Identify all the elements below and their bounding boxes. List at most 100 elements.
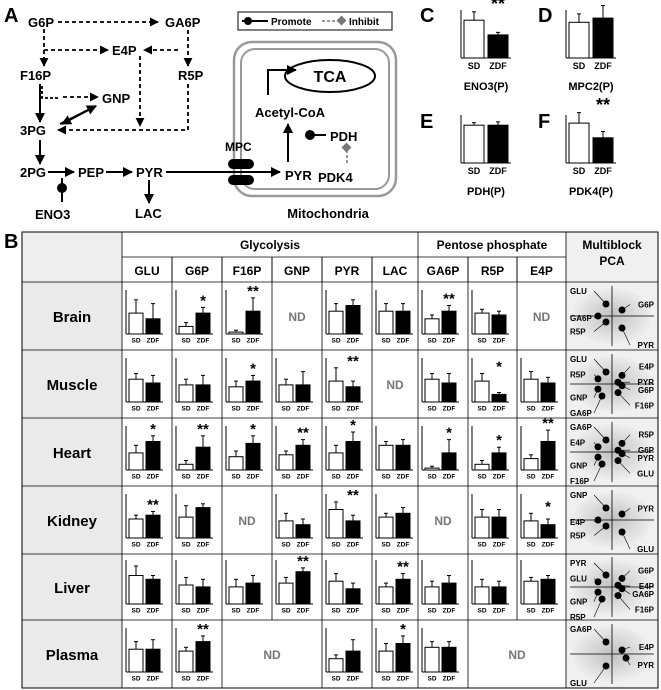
cell-heart-r5p-label-zdf: ZDF (493, 474, 506, 481)
cell-plasma-lac-bar-sd (378, 650, 394, 673)
met-r5p: R5P (178, 68, 204, 83)
legend: Promote Inhibit (237, 11, 393, 31)
cell-heart-r5p-label-sd: SD (477, 474, 486, 481)
panel-b-table: BrainMuscleHeartKidneyLiverPlasmaGlycoly… (21, 231, 659, 689)
pca-label-r5p: R5P (570, 328, 586, 337)
cell-liver-g6p-label-zdf: ZDF (197, 608, 210, 615)
cell-muscle-e4p-label-zdf: ZDF (542, 406, 555, 413)
column-header-pyr: PYR (335, 264, 360, 278)
pca-point-gnp (594, 588, 602, 596)
cell-kidney-pyr-label-sd: SD (331, 542, 340, 549)
pca-label-glu: GLU (570, 287, 587, 296)
pca-point-ga6p (602, 436, 610, 444)
cell-muscle-r5p-label-sd: SD (477, 406, 486, 413)
met-g6p: G6P (28, 15, 54, 30)
nd-label-kidney-ga6p: ND (434, 514, 452, 528)
legend-inhibit: Inhibit (349, 17, 380, 28)
cell-muscle-pyr-bar-sd (328, 380, 344, 403)
cell-brain-lac-bar-zdf (395, 310, 411, 335)
met-pep: PEP (78, 165, 104, 180)
panel-c-label-zdf: ZDF (489, 61, 507, 71)
met-ga6p: GA6P (165, 15, 201, 30)
header-multiblock: Multiblock (582, 238, 642, 252)
cell-liver-lac-significance: ** (397, 559, 409, 576)
panel-d-bar-zdf (592, 17, 614, 59)
pca-point-glu (602, 300, 610, 308)
cell-plasma-glu-label-sd: SD (131, 676, 140, 683)
pca-label-glu: GLU (637, 545, 654, 554)
cell-brain-pyr-bar-sd (328, 310, 344, 335)
cell-heart-e4p-label-sd: SD (526, 474, 535, 481)
cell-heart-glu-label-zdf: ZDF (147, 474, 160, 481)
cell-kidney-e4p-significance: * (545, 498, 551, 515)
cell-heart-pyr-bar-zdf (345, 441, 361, 471)
panel-f-label-zdf: ZDF (594, 166, 612, 176)
pca-label-pyr: PYR (638, 505, 655, 514)
pca-label-ga6p: GA6P (570, 314, 592, 323)
pca-point-pyr (602, 571, 610, 579)
cell-plasma-glu-bar-zdf (145, 648, 161, 673)
cell-brain-f16p-label-sd: SD (231, 338, 240, 345)
cell-brain-r5p-label-zdf: ZDF (493, 338, 506, 345)
row-label-liver: Liver (54, 580, 90, 597)
pca-label-gnp: GNP (570, 491, 588, 500)
cell-heart-pyr-significance: * (350, 417, 356, 434)
cell-muscle-glu-bar-sd (128, 378, 144, 403)
column-header-glu: GLU (134, 264, 159, 278)
cell-kidney-e4p-bar-zdf (540, 524, 556, 539)
header-glycolysis: Glycolysis (240, 238, 300, 252)
cell-kidney-pyr-label-zdf: ZDF (347, 542, 360, 549)
cell-kidney-g6p-bar-zdf (195, 507, 211, 539)
cell-heart-gnp-bar-sd (278, 454, 294, 471)
pca-point-glu (594, 578, 602, 586)
cell-kidney-r5p-bar-sd (474, 516, 490, 539)
cell-muscle-r5p-bar-sd (474, 380, 490, 403)
mitochondria-outer (232, 40, 398, 198)
cell-heart-lac-bar-sd (378, 444, 394, 471)
pdk4-inhibit-marker (341, 142, 352, 153)
cell-muscle-r5p-significance: * (496, 359, 502, 376)
cell-kidney-g6p-label-sd: SD (181, 542, 190, 549)
pca-label-r5p: R5P (570, 370, 586, 379)
cell-liver-g6p-label-sd: SD (181, 608, 190, 615)
cell-kidney-glu-label-sd: SD (131, 542, 140, 549)
panel-f-label: F (538, 111, 550, 133)
table-corner-cell (22, 232, 122, 282)
pca-label-gnp: GNP (570, 598, 588, 607)
cell-liver-glu-bar-zdf (145, 578, 161, 605)
cell-heart-glu-bar-zdf (145, 441, 161, 471)
cell-plasma-lac-significance: * (400, 621, 406, 638)
cell-liver-gnp-significance: ** (297, 553, 309, 570)
cell-plasma-g6p-label-sd: SD (181, 676, 190, 683)
cell-liver-g6p-bar-zdf (195, 586, 211, 605)
pca-point-r5p (602, 522, 610, 530)
cell-plasma-ga6p-bar-zdf (441, 646, 457, 673)
pca-point-g6p (618, 574, 626, 582)
pca-label-gnp: GNP (570, 394, 588, 403)
cell-plasma-pyr-label-sd: SD (331, 676, 340, 683)
cell-heart-lac-bar-zdf (395, 444, 411, 471)
cell-plasma-pyr-bar-zdf (345, 650, 361, 673)
mitochondria-inner (240, 48, 390, 190)
cell-plasma-g6p-significance: ** (197, 621, 209, 638)
row-header-bg-brain (22, 282, 122, 350)
cell-liver-pyr-bar-sd (328, 580, 344, 605)
cell-heart-f16p-significance: * (250, 421, 256, 438)
cell-brain-ga6p-significance: ** (443, 291, 455, 308)
cell-kidney-e4p-label-sd: SD (526, 542, 535, 549)
cell-muscle-f16p-significance: * (250, 360, 256, 377)
cell-heart-glu-bar-sd (128, 452, 144, 471)
panel-c-significance: ** (491, 0, 505, 14)
met-pdk4: PDK4 (318, 170, 353, 185)
cell-liver-lac-bar-sd (378, 586, 394, 605)
met-lac: LAC (135, 206, 162, 221)
column-header-ga6p: GA6P (427, 264, 460, 278)
cell-plasma-ga6p-label-zdf: ZDF (443, 676, 456, 683)
